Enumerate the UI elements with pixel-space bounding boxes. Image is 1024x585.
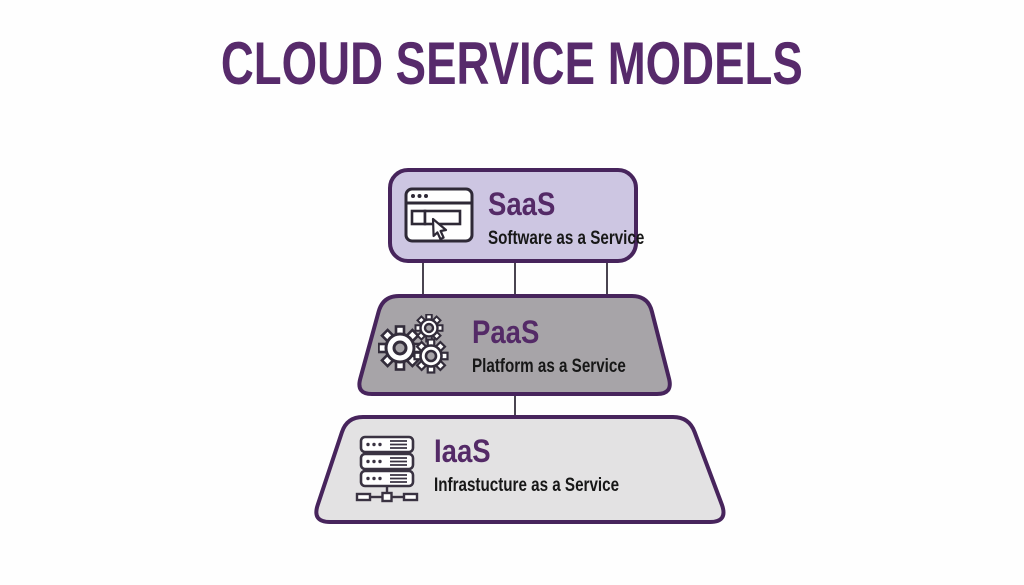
tier-iaas: IaaS Infrastucture as a Service (308, 413, 736, 530)
tier-paas-acronym-text: PaaS (472, 314, 540, 350)
tier-iaas-label-text: Infrastucture as a Service (434, 475, 620, 496)
page-title: CLOUD SERVICE MODELS (0, 34, 1024, 94)
tier-paas-label: Platform as a Service (472, 356, 664, 378)
browser-cursor-icon (404, 187, 474, 243)
tier-iaas-acronym-text: IaaS (434, 433, 491, 469)
tier-iaas-label: Infrastucture as a Service (434, 475, 665, 497)
tier-paas-labels: PaaS Platform as a Service (472, 314, 664, 378)
tier-saas-acronym-text: SaaS (488, 186, 556, 222)
tier-paas-acronym: PaaS (472, 314, 664, 350)
gears-icon (378, 314, 449, 374)
tier-saas-acronym: SaaS (488, 186, 683, 222)
tier-saas-labels: SaaS Software as a Service (488, 186, 683, 250)
server-stack-icon (355, 435, 419, 503)
page-title-text: CLOUD SERVICE MODELS (221, 30, 803, 97)
connector-line-saas-paas-right (606, 258, 608, 300)
connector-line-paas-iaas (514, 386, 516, 420)
connector-line-saas-paas-center (514, 258, 516, 300)
tier-paas: PaaS Platform as a Service (348, 292, 681, 402)
tier-saas-label: Software as a Service (488, 228, 683, 250)
tier-paas-label-text: Platform as a Service (472, 356, 626, 377)
connector-line-saas-paas-left (422, 258, 424, 300)
tier-iaas-labels: IaaS Infrastucture as a Service (434, 433, 665, 497)
tier-saas-label-text: Software as a Service (488, 228, 645, 249)
tier-iaas-acronym: IaaS (434, 433, 665, 469)
tier-saas: SaaS Software as a Service (388, 168, 644, 263)
